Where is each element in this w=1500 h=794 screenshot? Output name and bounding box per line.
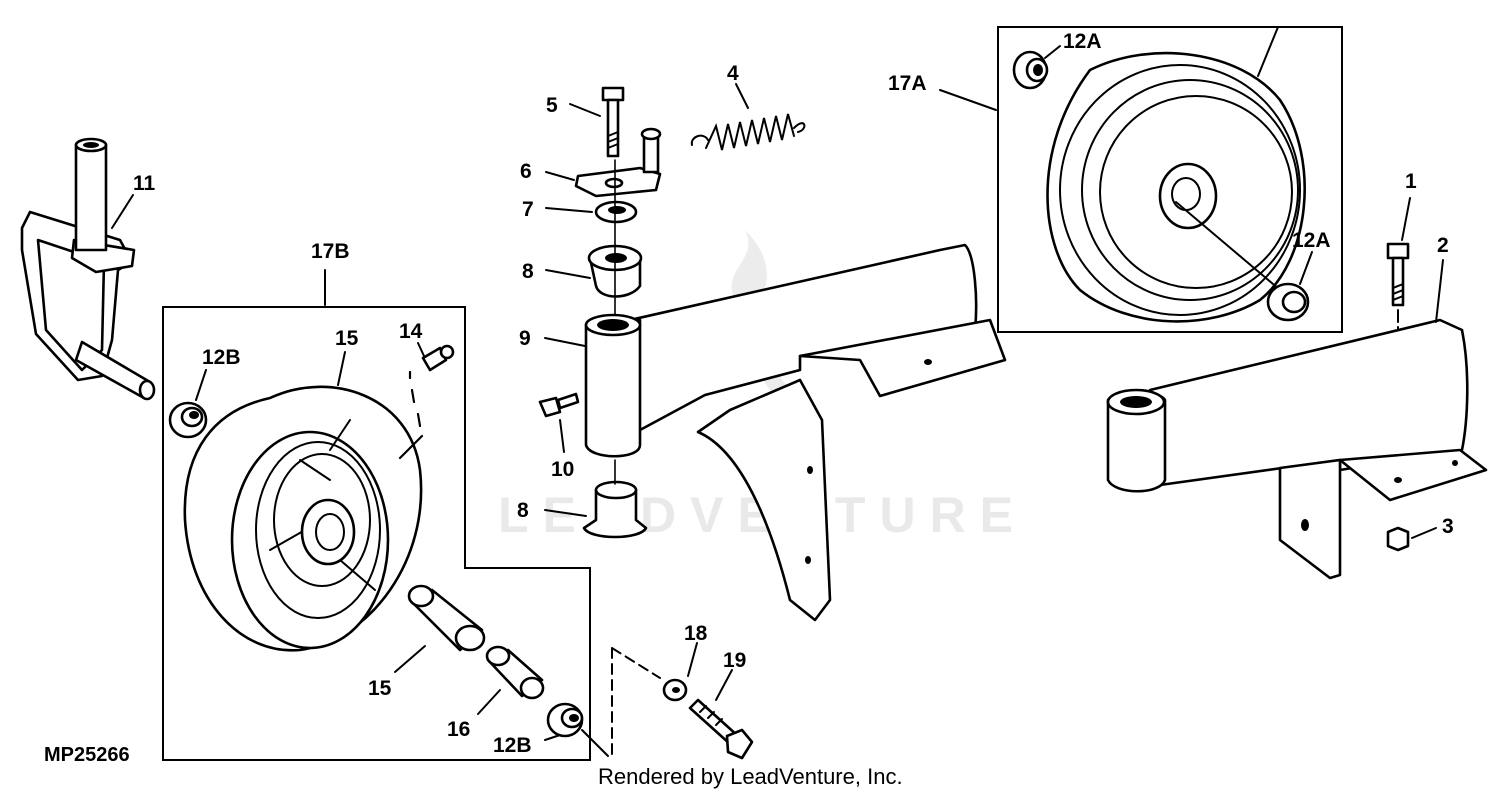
callout-19: 19	[723, 649, 746, 672]
part-1-bolt[interactable]	[1386, 197, 1411, 471]
part-2-caster-arm[interactable]	[1106, 259, 1488, 580]
callout-12b-bottom: 12B	[493, 734, 532, 757]
callout-12b-left: 12B	[202, 346, 241, 369]
callout-15-bottom: 15	[368, 677, 392, 700]
part-3-nut[interactable]	[1386, 526, 1437, 552]
callout-5: 5	[546, 94, 558, 117]
callout-17a: 17A	[888, 72, 927, 95]
callout-1: 1	[1405, 170, 1417, 193]
callout-12a-top: 12A	[1063, 30, 1102, 53]
kit-17a-outline	[997, 26, 1343, 333]
part-4-spring[interactable]	[690, 83, 806, 151]
part-11-spindle-bracket[interactable]	[20, 137, 156, 401]
callout-10: 10	[551, 458, 574, 481]
callout-12a-right: 12A	[1292, 229, 1331, 252]
part-12a-bushing-right[interactable]	[1266, 251, 1313, 322]
callout-18: 18	[684, 622, 708, 645]
callout-labels: 1 2 3 4 5 6 7 8 8 9 10 11 12A 12A 12B 12…	[133, 30, 1454, 757]
callout-2: 2	[1437, 234, 1449, 257]
part-17a-wheel-assembly[interactable]	[1046, 26, 1306, 323]
part-10-set-screw[interactable]	[538, 392, 580, 453]
callout-11: 11	[133, 172, 156, 195]
part-8-bushing-lower[interactable]	[544, 459, 648, 539]
part-18-washer[interactable]	[662, 642, 698, 702]
part-14-grease-fitting[interactable]	[398, 342, 455, 460]
part-19-bolt[interactable]	[688, 669, 754, 760]
part-8-bushing-upper[interactable]	[545, 159, 643, 331]
callout-7: 7	[522, 198, 534, 221]
part-6-spring-bracket[interactable]	[545, 127, 662, 198]
credit-line: Rendered by LeadVenture, Inc.	[598, 764, 903, 789]
callout-3: 3	[1442, 515, 1454, 538]
part-5-bolt[interactable]	[569, 86, 625, 158]
part-16-spacer[interactable]	[477, 645, 545, 715]
axle-centerline	[611, 647, 661, 757]
callout-15-top: 15	[335, 327, 359, 350]
callout-9: 9	[519, 327, 531, 350]
part-12b-bushing-left[interactable]	[168, 369, 208, 439]
part-15-wheel[interactable]	[183, 351, 423, 652]
callout-14: 14	[399, 320, 423, 343]
callout-4: 4	[727, 62, 739, 85]
part-12b-bushing-bottom[interactable]	[544, 702, 609, 757]
part-7-washer[interactable]	[545, 200, 638, 224]
part-12a-bushing-top[interactable]	[1012, 45, 1061, 90]
part-9-caster-arm[interactable]	[544, 243, 1007, 622]
kit-17b-outline	[162, 306, 591, 761]
part-15-bearing-sleeve[interactable]	[394, 584, 486, 673]
callout-8-lower: 8	[517, 499, 529, 522]
callout-8-upper: 8	[522, 260, 534, 283]
figure-code: MP25266	[44, 744, 130, 766]
callout-17b: 17B	[311, 240, 350, 263]
callout-6: 6	[520, 160, 532, 183]
callout-16: 16	[447, 718, 470, 741]
